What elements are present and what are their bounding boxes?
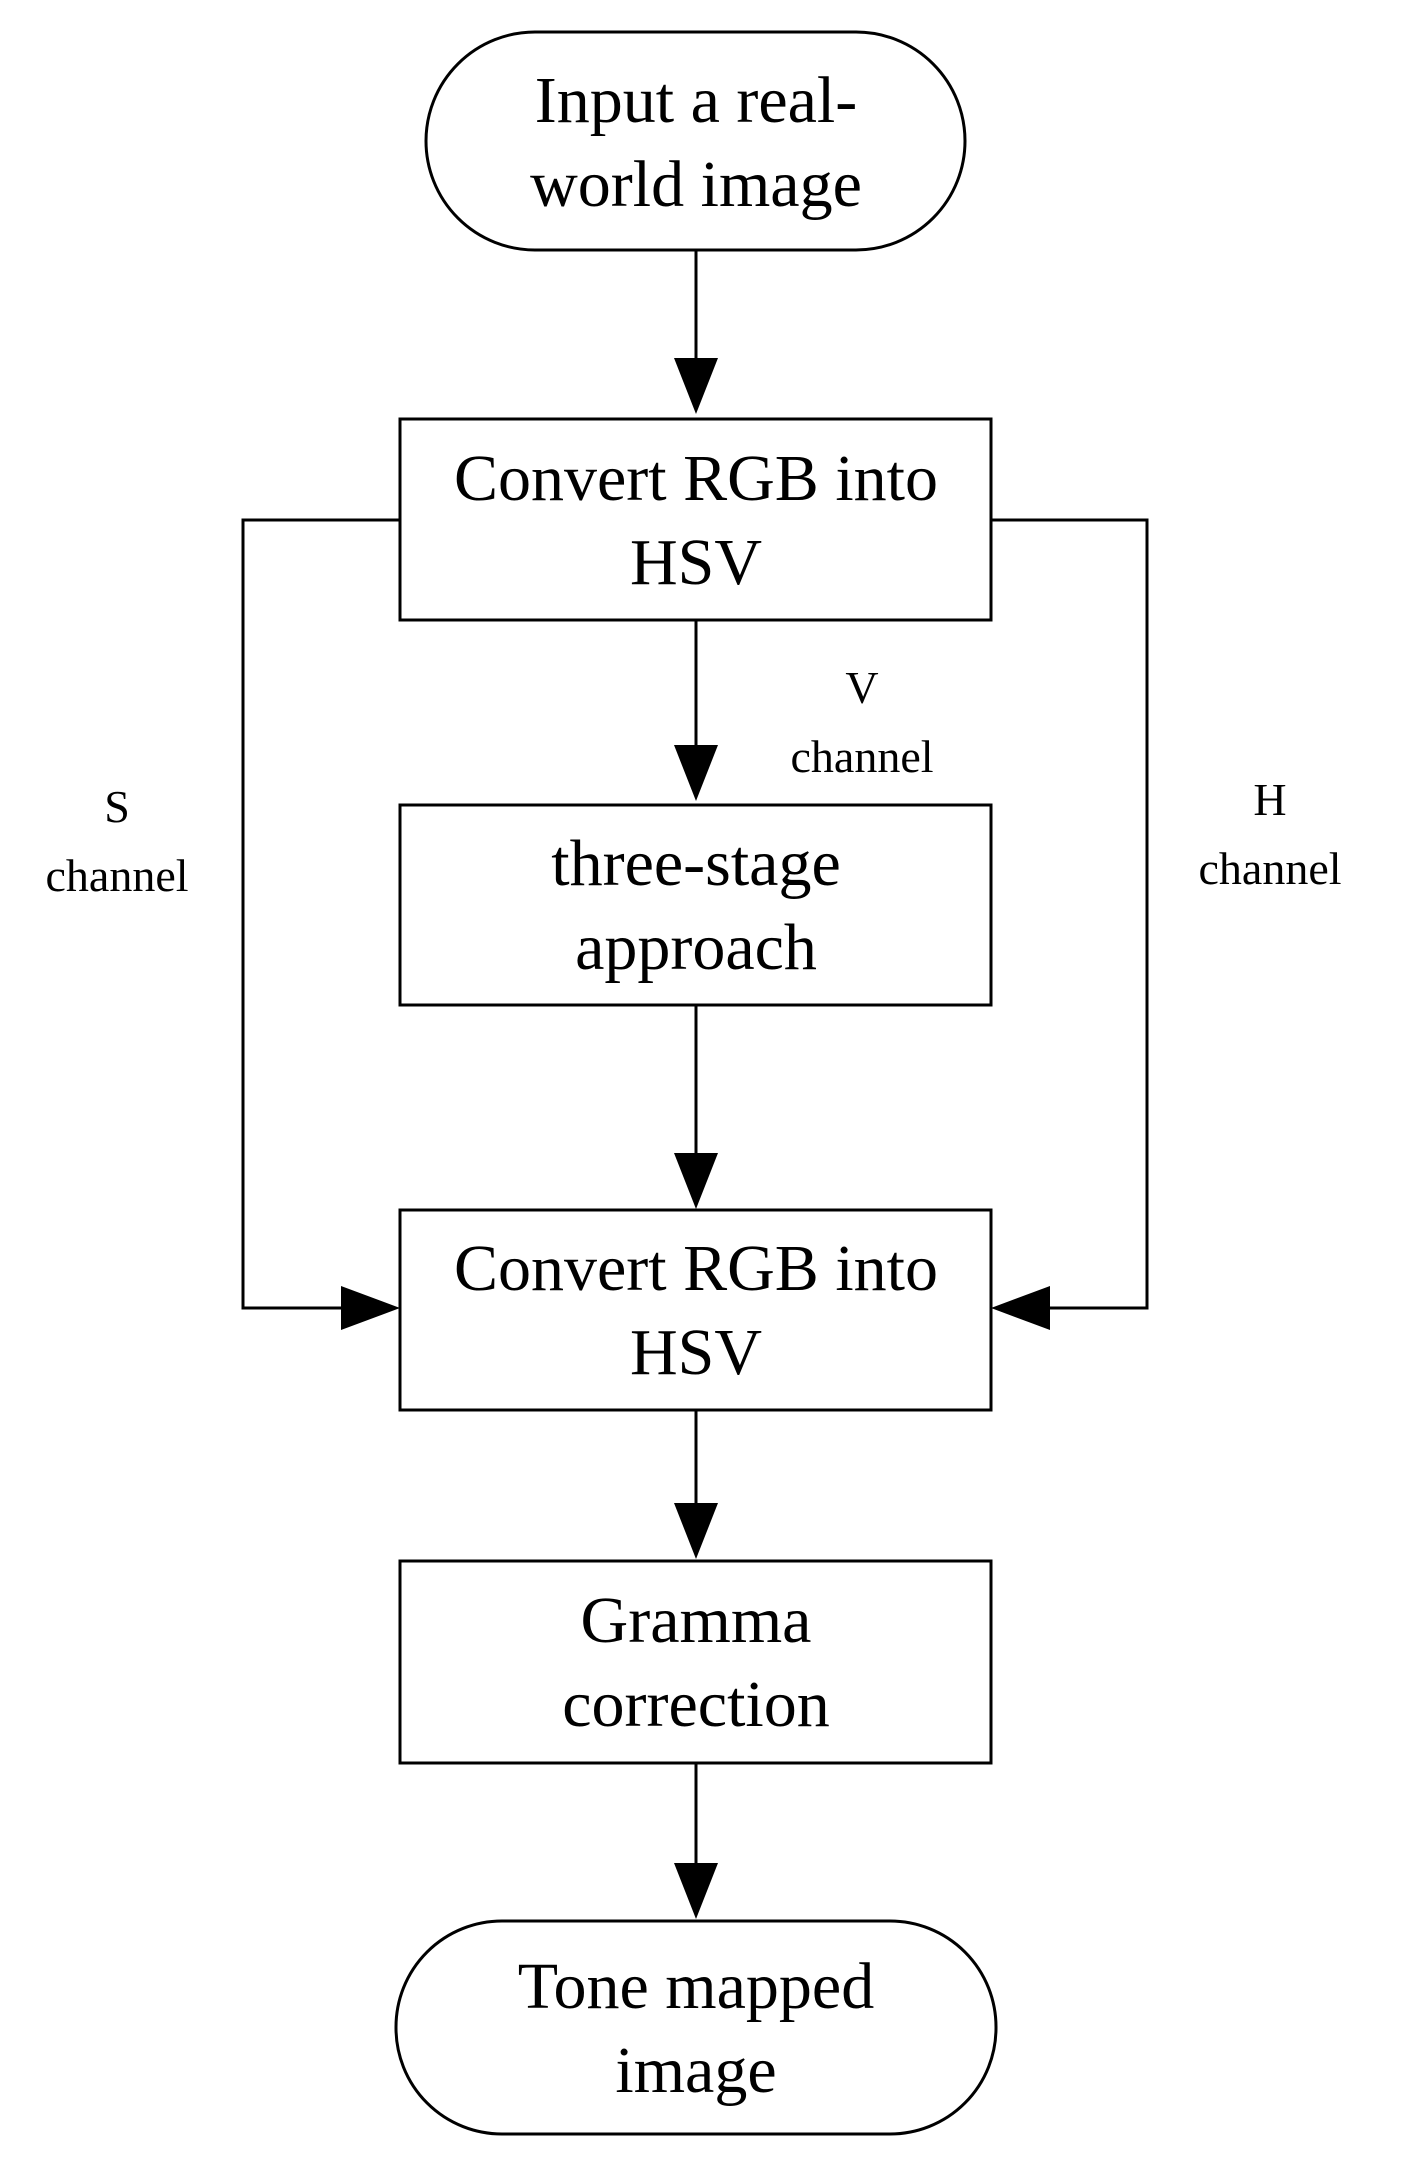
- start-terminator-shape: [424, 30, 967, 252]
- v-channel-label-line2: channel: [790, 731, 933, 782]
- start-terminator-line1: Input a real-: [535, 64, 858, 137]
- three-stage-approach-box: three-stage approach: [398, 803, 993, 1007]
- v-channel-label-line1: V: [845, 662, 878, 713]
- convert-rgb-hsv-top-shape: [398, 417, 993, 622]
- convert-rgb-hsv-bottom-line1: Convert RGB into: [454, 1232, 938, 1305]
- h-channel-label-line1: H: [1253, 774, 1286, 825]
- connector-h-channel: [991, 518, 1149, 1310]
- start-terminator-line2: world image: [530, 148, 862, 221]
- arrowhead-v-channel: [674, 745, 718, 801]
- arrowhead-start-to-convert: [674, 358, 718, 414]
- s-channel-label-line2: channel: [45, 850, 188, 901]
- three-stage-approach-shape: [398, 803, 993, 1007]
- end-terminator-shape: [394, 1919, 998, 2136]
- s-channel-label-line1: S: [104, 781, 130, 832]
- h-channel-label: H channel: [1198, 774, 1341, 894]
- end-terminator-line2: image: [615, 2034, 776, 2107]
- connector-s-channel: [241, 518, 400, 1310]
- end-terminator: Tone mapped image: [394, 1919, 998, 2136]
- h-channel-label-line2: channel: [1198, 843, 1341, 894]
- convert-rgb-hsv-top-line2: HSV: [630, 526, 762, 599]
- convert-rgb-hsv-bottom-line2: HSV: [630, 1316, 762, 1389]
- convert-rgb-hsv-bottom-shape: [398, 1208, 993, 1412]
- s-channel-label: S channel: [45, 781, 188, 901]
- gamma-correction-line1: Gramma: [581, 1584, 812, 1657]
- convert-rgb-hsv-top-box: Convert RGB into HSV: [398, 417, 993, 622]
- arrowhead-s-channel: [341, 1286, 400, 1330]
- end-terminator-line1: Tone mapped: [518, 1950, 874, 2023]
- arrowhead-h-channel: [991, 1286, 1050, 1330]
- start-terminator: Input a real- world image: [424, 30, 967, 252]
- gamma-correction-line2: correction: [562, 1668, 830, 1741]
- arrowhead-convert-to-gamma: [674, 1503, 718, 1559]
- arrowhead-three-stage-to-convert: [674, 1153, 718, 1209]
- gamma-correction-shape: [398, 1559, 993, 1765]
- gamma-correction-box: Gramma correction: [398, 1559, 993, 1765]
- convert-rgb-hsv-bottom-box: Convert RGB into HSV: [398, 1208, 993, 1412]
- three-stage-approach-line2: approach: [575, 911, 817, 984]
- convert-rgb-hsv-top-line1: Convert RGB into: [454, 442, 938, 515]
- v-channel-label: V channel: [790, 662, 933, 782]
- three-stage-approach-line1: three-stage: [551, 827, 841, 900]
- arrowhead-gamma-to-end: [674, 1863, 718, 1919]
